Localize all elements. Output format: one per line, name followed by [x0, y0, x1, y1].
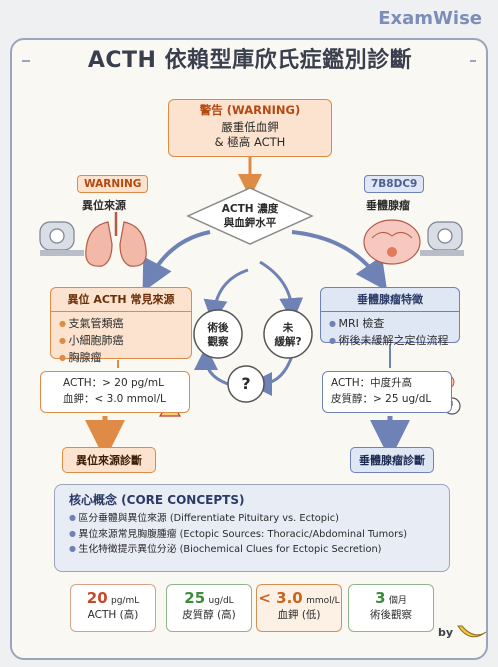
brand-logo: ExamWise [378, 8, 482, 29]
cycle-left-text: 術後 觀察 [196, 321, 240, 349]
right-tag: 7B8DC9 [364, 175, 425, 193]
pituitary-features-panel: 垂體腺瘤特徵 MRI 檢查 術後未緩解之定位流程 [320, 287, 460, 347]
stat-label: ACTH (高) [87, 609, 139, 621]
cycle-arrow-3 [248, 355, 294, 396]
warning-box: 警告 (WARNING) 嚴重低血鉀 & 極高 ACTH [168, 99, 332, 157]
cycle-question: ? [241, 374, 251, 393]
cycle-arrow-1 [203, 268, 249, 324]
arrow-center-to-left [142, 230, 211, 293]
ectopic-panel-title: 異位 ACTH 常見來源 [51, 288, 191, 313]
left-lab-line-1: ACTH：> 20 pg/mL [63, 377, 164, 389]
stat-card-potassium: < 3.0 mmol/L 血鉀 (低) [256, 584, 342, 632]
cycle-node-bottom [227, 365, 265, 403]
stat-label: 皮質醇 (高) [182, 609, 236, 621]
list-item: 術後未緩解之定位流程 [329, 332, 451, 349]
left-lab-values: ACTH：> 20 pg/mL 血鉀：< 3.0 mmol/L [40, 371, 190, 413]
cycle-right-line-1: 未 [282, 322, 294, 334]
right-branch-label: 垂體腺瘤 [366, 199, 410, 212]
warning-line-2: & 極高 ACTH [214, 135, 286, 150]
stat-unit: 個月 [388, 596, 407, 606]
stat-value: < 3.0 [258, 589, 303, 607]
list-item: 小細胞肺癌 [59, 332, 183, 349]
stat-unit: mmol/L [306, 596, 340, 606]
banana-icon [457, 625, 487, 638]
page-title: ACTH 依賴型庫欣氏症鑑別診斷 [30, 42, 470, 74]
byline: by [438, 626, 454, 639]
warning-header: 警告 (WARNING) [199, 103, 301, 117]
right-lab-line-1: ACTH：中度升高 [331, 377, 413, 389]
stat-value: 20 [86, 589, 108, 607]
stat-card-acth: 20 pg/mL ACTH (高) [70, 584, 156, 632]
pituitary-diagnosis: 垂體腺瘤診斷 [350, 447, 434, 473]
core-concepts-box: 核心概念 (CORE CONCEPTS) 區分垂體與異位來源 (Differen… [54, 484, 450, 572]
cycle-arrow-4 [194, 346, 229, 386]
list-item: 區分垂體與異位來源 (Differentiate Pituitary vs. E… [69, 511, 435, 527]
cycle-node-right [263, 309, 313, 359]
list-item: 生化特徵提示異位分泌 (Biochemical Clues for Ectopi… [69, 542, 435, 558]
ectopic-diagnosis: 異位來源診斷 [62, 447, 156, 473]
cycle-left-line-1: 術後 [207, 322, 229, 334]
decision-diamond [186, 187, 314, 245]
cycle-arrow-2 [259, 260, 304, 322]
left-branch-label: 異位來源 [82, 199, 126, 212]
cycle-right-line-2: 緩解? [274, 336, 302, 349]
core-concepts-title: 核心概念 (CORE CONCEPTS) [69, 493, 245, 507]
cycle-node-left [193, 309, 243, 359]
cycle-left-line-2: 觀察 [207, 336, 229, 349]
right-lab-line-2: 皮質醇：> 25 ug/dL [331, 392, 432, 405]
ct-scanner-icon-right [420, 221, 464, 256]
lungs-icon [85, 212, 147, 267]
decision-line-1: ACTH 濃度 [221, 203, 279, 215]
stat-value: 3 [375, 589, 386, 607]
list-item: 支氣管類癌 [59, 315, 183, 332]
decision-line-2: 與血鉀水平 [223, 217, 277, 230]
stat-value: 25 [184, 589, 206, 607]
arrow-center-to-right [291, 230, 388, 292]
ectopic-sources-panel: 異位 ACTH 常見來源 支氣管類癌 小細胞肺癌 胸腺瘤 [50, 287, 192, 364]
stat-unit: ug/dL [208, 596, 234, 606]
list-item: 異位來源常見胸腹腫瘤 (Ectopic Sources: Thoracic/Ab… [69, 527, 435, 543]
warning-line-1: 嚴重低血鉀 [221, 119, 279, 134]
right-lab-values: ACTH：中度升高 皮質醇：> 25 ug/dL [322, 371, 452, 413]
list-item: MRI 檢查 [329, 315, 451, 332]
stat-label: 血鉀 (低) [277, 609, 321, 621]
stat-unit: pg/mL [110, 596, 140, 606]
pituitary-panel-title: 垂體腺瘤特徵 [321, 288, 459, 313]
stat-card-followup: 3 個月 術後觀察 [348, 584, 434, 632]
ct-scanner-icon-left [39, 221, 84, 256]
stat-card-cortisol: 25 ug/dL 皮質醇 (高) [166, 584, 252, 632]
cycle-right-text: 未 緩解? [266, 321, 310, 349]
list-item: 胸腺瘤 [59, 349, 183, 366]
left-lab-line-2: 血鉀：< 3.0 mmol/L [63, 392, 166, 405]
left-tag: WARNING [77, 175, 149, 193]
stat-label: 術後觀察 [370, 609, 412, 621]
brain-icon [363, 219, 421, 265]
decision-text: ACTH 濃度 與血鉀水平 [213, 202, 287, 230]
